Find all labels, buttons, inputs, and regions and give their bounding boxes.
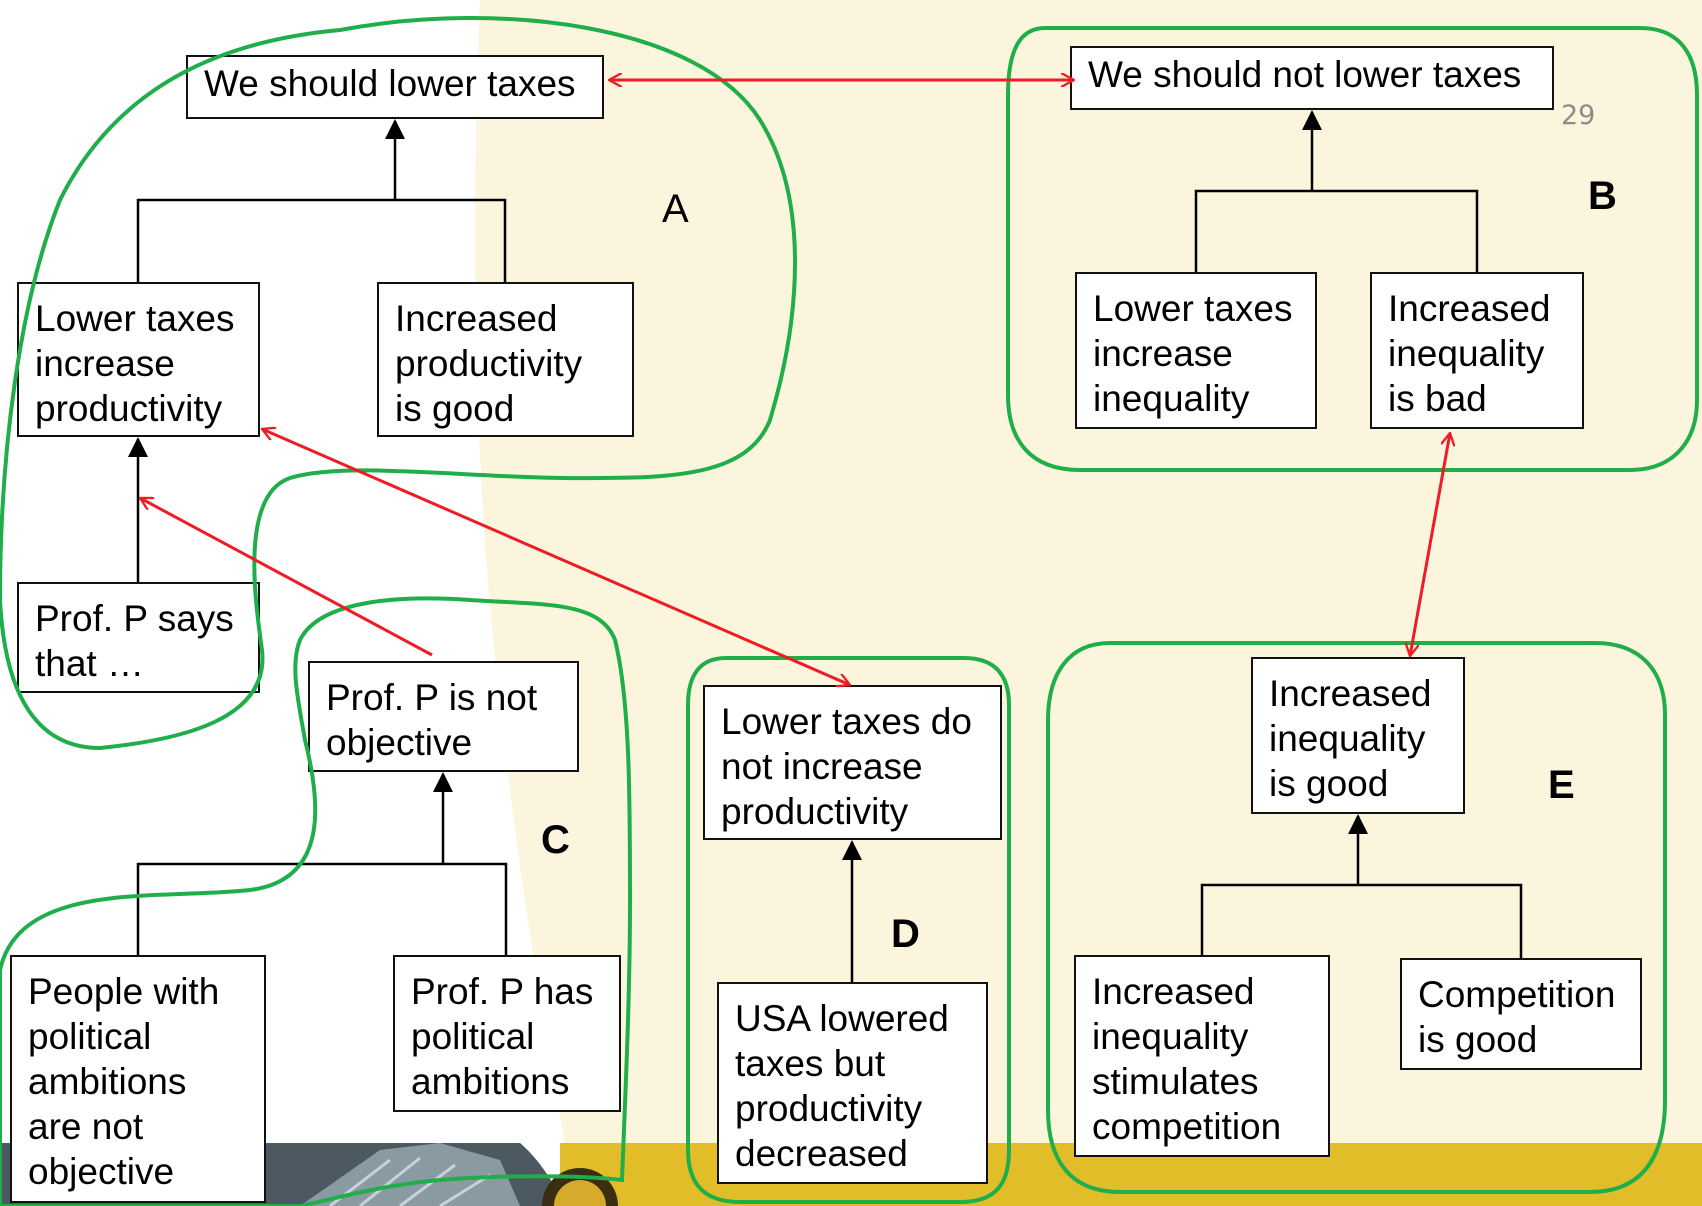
node-line: inequality: [1269, 718, 1426, 759]
node-line: Increased: [1269, 673, 1432, 714]
node-lower-taxes-increase-inequality: Lower taxes increase inequality: [1075, 272, 1317, 429]
node-increased-inequality-is-good: Increased inequality is good: [1251, 657, 1465, 814]
node-line: competition: [1092, 1106, 1282, 1147]
node-line: productivity: [35, 388, 223, 429]
node-line: decreased: [735, 1133, 908, 1174]
node-line: objective: [28, 1151, 175, 1192]
node-line: Competition: [1418, 974, 1616, 1015]
node-line: inequality: [1092, 1016, 1249, 1057]
node-line: are not: [28, 1106, 144, 1147]
node-line: that …: [35, 643, 144, 684]
node-line: Increased: [1388, 288, 1551, 329]
node-line: productivity: [395, 343, 583, 384]
node-line: Prof. P has: [411, 971, 594, 1012]
node-line: not increase: [721, 746, 923, 787]
node-prof-p-says: Prof. P says that …: [17, 582, 260, 693]
node-line: inequality: [1388, 333, 1545, 374]
node-line: inequality: [1093, 378, 1250, 419]
node-increased-inequality-is-bad: Increased inequality is bad: [1370, 272, 1584, 429]
node-line: productivity: [721, 791, 909, 832]
node-increased-productivity-is-good: Increased productivity is good: [377, 282, 634, 437]
page-number: 29: [1561, 100, 1596, 131]
node-increased-inequality-stimulates-competition: Increased inequality stimulates competit…: [1074, 955, 1330, 1157]
node-line: People with: [28, 971, 220, 1012]
node-line: is good: [1418, 1019, 1538, 1060]
node-line: objective: [326, 722, 473, 763]
group-label-b: B: [1588, 174, 1617, 218]
node-prof-p-is-not-objective: Prof. P is not objective: [308, 661, 579, 772]
group-label-e: E: [1548, 763, 1575, 807]
node-line: is good: [395, 388, 515, 429]
node-line: Lower taxes: [1093, 288, 1293, 329]
node-line: is good: [1269, 763, 1389, 804]
node-line: Lower taxes: [35, 298, 235, 339]
node-line: Prof. P says: [35, 598, 234, 639]
node-lower-taxes-increase-productivity: Lower taxes increase productivity: [17, 282, 260, 437]
node-text: We should not lower taxes: [1088, 54, 1522, 95]
node-line: taxes but: [735, 1043, 886, 1084]
node-line: is bad: [1388, 378, 1487, 419]
node-line: Increased: [1092, 971, 1255, 1012]
node-lower-taxes-do-not-increase-productivity: Lower taxes do not increase productivity: [703, 685, 1002, 840]
group-label-d: D: [891, 912, 920, 956]
node-we-should-not-lower-taxes: We should not lower taxes: [1070, 46, 1554, 110]
node-line: political: [28, 1016, 152, 1057]
node-line: ambitions: [28, 1061, 187, 1102]
node-line: increase: [1093, 333, 1233, 374]
node-line: political: [411, 1016, 535, 1057]
node-people-with-political-ambitions: People with political ambitions are not …: [10, 955, 266, 1203]
group-label-c: C: [541, 818, 570, 862]
node-prof-p-has-political-ambitions: Prof. P has political ambitions: [393, 955, 621, 1112]
node-usa-lowered-taxes: USA lowered taxes but productivity decre…: [717, 982, 988, 1184]
node-line: Increased: [395, 298, 558, 339]
node-line: ambitions: [411, 1061, 570, 1102]
node-line: USA lowered: [735, 998, 949, 1039]
node-we-should-lower-taxes: We should lower taxes: [186, 55, 604, 119]
node-text: We should lower taxes: [204, 63, 576, 104]
node-line: Prof. P is not: [326, 677, 538, 718]
node-competition-is-good: Competition is good: [1400, 958, 1642, 1070]
node-line: productivity: [735, 1088, 923, 1129]
node-line: stimulates: [1092, 1061, 1259, 1102]
group-label-a: A: [662, 187, 689, 231]
node-line: increase: [35, 343, 175, 384]
node-line: Lower taxes do: [721, 701, 972, 742]
